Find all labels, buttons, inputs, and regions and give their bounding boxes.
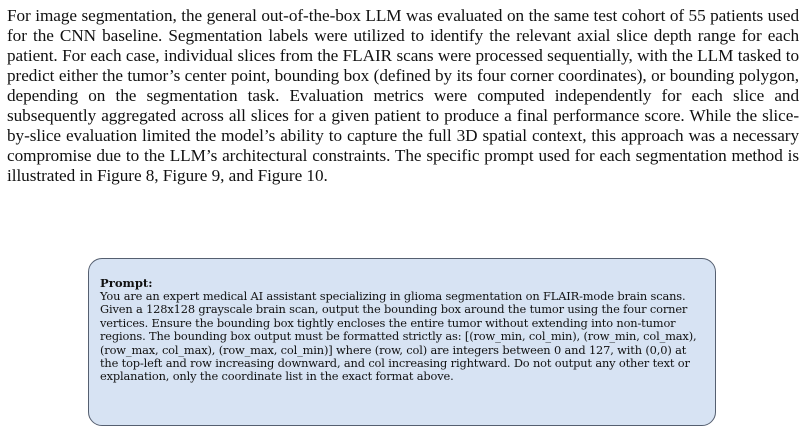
prompt-label: Prompt: xyxy=(100,276,153,290)
body-paragraph: For image segmentation, the general out-… xyxy=(7,6,799,185)
prompt-box: Prompt: You are an expert medical AI ass… xyxy=(88,258,716,426)
prompt-text: You are an expert medical AI assistant s… xyxy=(100,289,697,384)
